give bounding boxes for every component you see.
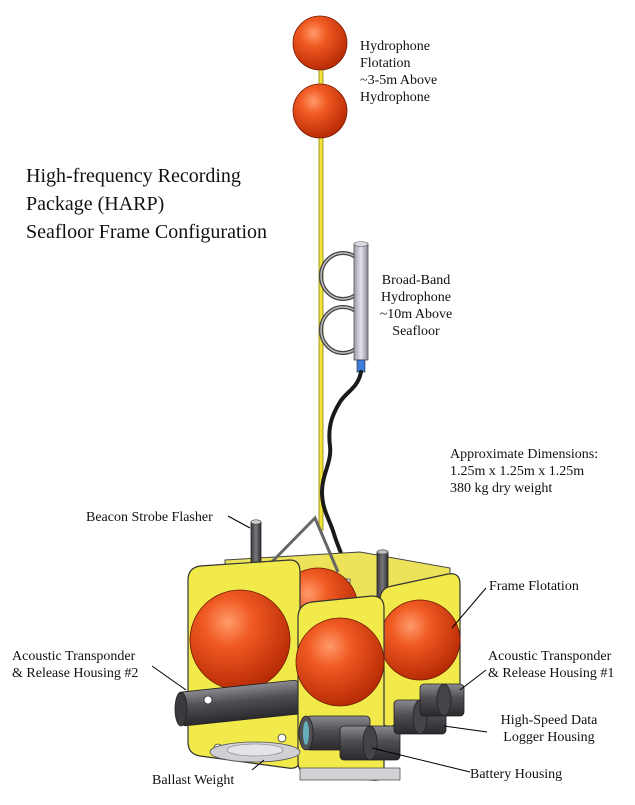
beacon-strobe: [250, 521, 262, 565]
title-line-2: Package (HARP): [26, 193, 165, 215]
frame-float-right: [379, 599, 461, 681]
label-transponder-1: Acoustic Transponder & Release Housing #…: [488, 648, 614, 682]
label-line: Broad-Band: [381, 273, 451, 288]
label-line: Seafloor: [392, 324, 440, 339]
label-line: & Release Housing #1: [488, 666, 615, 681]
frame-float-front: [295, 617, 385, 707]
hydrophone-cable: [319, 370, 363, 580]
label-broadband-hydrophone: Broad-Band Hydrophone ~10m Above Seafloo…: [374, 272, 458, 340]
label-beacon-strobe: Beacon Strobe Flasher: [86, 510, 213, 525]
label-ballast-weight: Ballast Weight: [152, 773, 235, 788]
label-data-logger: High-Speed Data Logger Housing: [488, 712, 610, 746]
lifting-bail: [260, 515, 340, 574]
label-frame-flotation: Frame Flotation: [489, 579, 579, 594]
label-line: 1.25m x 1.25m x 1.25m: [450, 464, 585, 479]
diagram-title: High-frequency Recording Package (HARP) …: [26, 162, 267, 246]
frame-float-left: [189, 589, 291, 691]
label-line: Hydrophone: [381, 290, 451, 305]
label-line: Acoustic Transponder: [488, 649, 612, 664]
leader-lines: [151, 515, 488, 773]
label-battery-housing: Battery Housing: [470, 767, 563, 782]
label-line: ~10m Above: [379, 307, 453, 322]
label-line: & Release Housing #2: [12, 666, 139, 681]
label-line: High-Speed Data: [500, 713, 598, 728]
broadband-hydrophone: [319, 241, 369, 373]
label-line: 380 kg dry weight: [450, 481, 553, 496]
title-line-3: Seafloor Frame Configuration: [26, 221, 268, 243]
label-line: Hydrophone: [360, 90, 430, 105]
label-line: Logger Housing: [503, 730, 595, 745]
label-line: Approximate Dimensions:: [450, 447, 599, 462]
base-plate: [299, 767, 401, 781]
title-line-1: High-frequency Recording: [26, 165, 241, 187]
flotation-sphere-top: [292, 15, 348, 71]
label-line: Acoustic Transponder: [12, 649, 136, 664]
label-transponder-2: Acoustic Transponder & Release Housing #…: [12, 648, 138, 682]
label-hydrophone-flotation: Hydrophone Flotation ~3-5m Above Hydroph…: [360, 38, 437, 106]
label-line: Flotation: [360, 56, 411, 71]
label-line: Hydrophone: [360, 39, 430, 54]
label-dimensions: Approximate Dimensions: 1.25m x 1.25m x …: [450, 446, 598, 497]
flotation-sphere-bottom: [292, 83, 348, 139]
label-line: ~3-5m Above: [360, 73, 438, 88]
